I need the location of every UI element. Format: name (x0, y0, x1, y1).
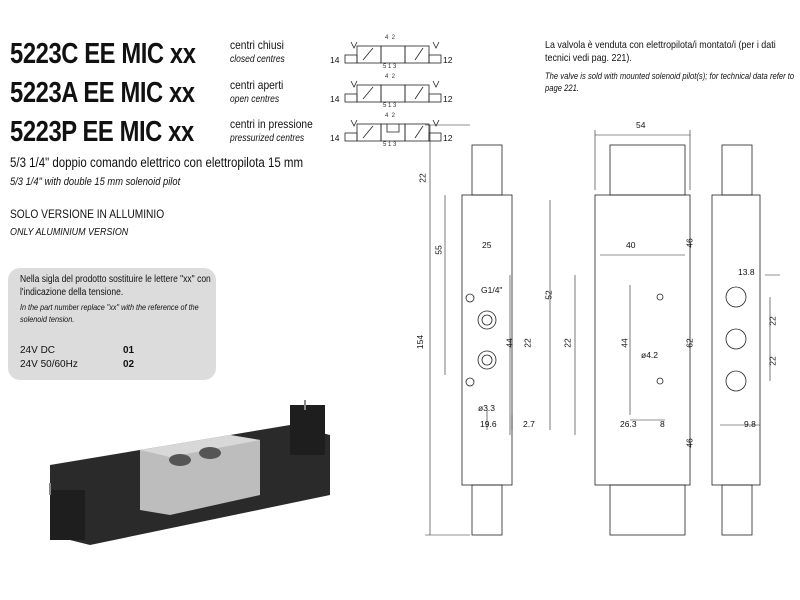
dim-label: 26.3 (620, 419, 637, 429)
dim-label: ø3.3 (478, 403, 496, 413)
product-code-c: 5223C EE MIC xx (10, 38, 196, 70)
port-5-1-3-label: 5 1 3 (383, 64, 397, 70)
product-desc-it-a: centri aperti (230, 78, 284, 92)
valve-product-image (49, 400, 330, 545)
port-4-2-label: 4 2 (385, 113, 396, 119)
dim-label: 8 (660, 419, 665, 429)
voltage-row-label: 24V DC (20, 345, 56, 356)
dim-label: 13.8 (738, 267, 755, 277)
product-desc-en-p: pressurized centres (230, 133, 305, 144)
dim-label: 22 (562, 338, 573, 348)
note-en: In the part number replace "xx" with the… (20, 302, 199, 324)
dim-label: 46 (684, 438, 695, 448)
port-14-label: 14 (330, 55, 340, 65)
port-14-label: 14 (330, 133, 340, 143)
pneumatic-symbol-icon (344, 41, 442, 142)
voltage-row-value: 01 (123, 345, 135, 356)
voltage-row-label: 24V 50/60Hz (20, 359, 78, 370)
dim-label: 25 (482, 240, 492, 250)
dim-label: 22 (522, 338, 533, 348)
dim-label: 2.7 (523, 419, 535, 429)
voltage-note-box: Nella sigla del prodotto sostituire le l… (8, 268, 216, 380)
description-it: 5/3 1/4" doppio comando elettrico con el… (10, 155, 304, 170)
version-en: ONLY ALUMINIUM VERSION (10, 226, 129, 238)
product-desc-en-a: open centres (230, 94, 280, 105)
note-it: Nella sigla del prodotto sostituire le l… (20, 274, 211, 298)
description-en: 5/3 1/4" with double 15 mm solenoid pilo… (10, 176, 181, 188)
technical-drawing (425, 124, 780, 536)
sold-note-it: La valvola è venduta con elettropilota/i… (545, 39, 776, 64)
port-4-2-label: 4 2 (385, 74, 396, 80)
product-desc-it-c: centri chiusi (230, 38, 284, 52)
port-5-1-3-label: 5 1 3 (383, 142, 397, 148)
dim-label: 40 (626, 240, 636, 250)
port-12-label: 12 (443, 55, 453, 65)
dim-label: 54 (636, 120, 646, 130)
version-it: SOLO VERSIONE IN ALLUMINIO (10, 207, 165, 221)
dim-label: 46 (684, 238, 695, 248)
dim-label: 44 (504, 338, 515, 348)
dim-label: 62 (684, 338, 695, 348)
sold-note-en: The valve is sold with mounted solenoid … (545, 71, 795, 93)
port-14-label: 14 (330, 94, 340, 104)
port-4-2-label: 4 2 (385, 35, 396, 41)
dim-label: 19.6 (480, 419, 497, 429)
dim-label: G1/4" (481, 285, 503, 295)
dim-label: 55 (433, 245, 444, 255)
dim-label: 9.8 (744, 419, 756, 429)
dim-label: 52 (543, 290, 554, 300)
product-desc-en-c: closed centres (230, 54, 285, 65)
dim-label: 22 (767, 356, 778, 366)
port-5-1-3-label: 5 1 3 (383, 103, 397, 109)
product-desc-it-p: centri in pressione (230, 117, 313, 131)
dim-label: ø4.2 (641, 350, 659, 360)
port-12-label: 12 (443, 94, 453, 104)
dim-label: 44 (619, 338, 630, 348)
product-code-p: 5223P EE MIC xx (10, 116, 194, 148)
dim-label: 22 (417, 173, 428, 183)
voltage-row-value: 02 (123, 359, 135, 370)
dim-label: 22 (767, 316, 778, 326)
dim-label: 154 (415, 334, 426, 350)
port-12-label: 12 (443, 133, 453, 143)
product-code-a: 5223A EE MIC xx (10, 77, 195, 109)
